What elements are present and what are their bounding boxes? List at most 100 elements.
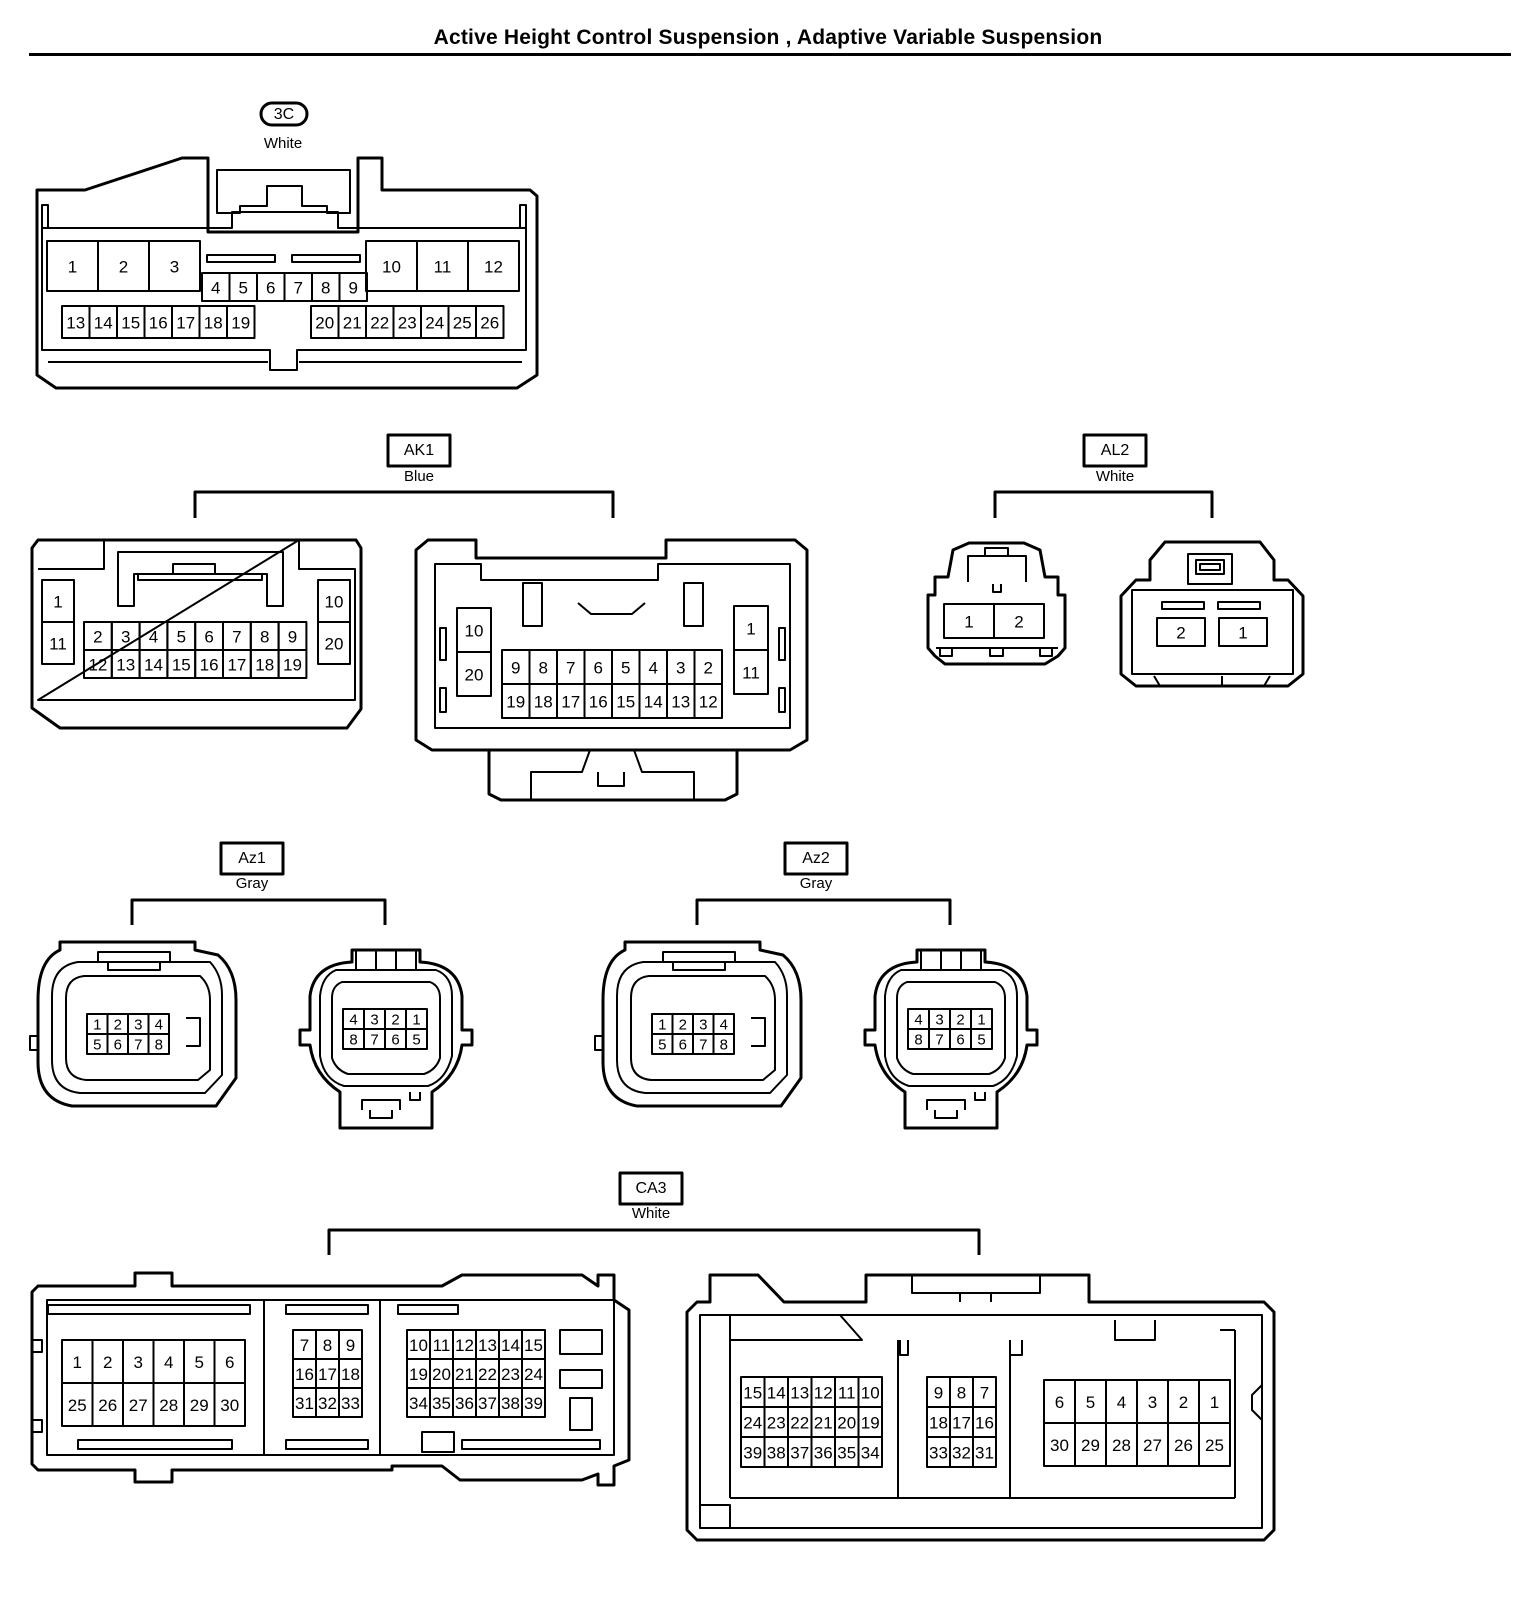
connector-ca3-right-pin: 30 <box>1050 1436 1069 1455</box>
connector-az1-left-pin: 3 <box>134 1017 142 1034</box>
connector-az2-left-housing <box>601 940 803 1108</box>
connector-al2-right-inner <box>1131 589 1294 687</box>
connector-az1-left-pin: 4 <box>155 1017 163 1034</box>
connector-ca3-right-pin: 20 <box>837 1414 856 1433</box>
connector-3c-cell <box>226 305 256 339</box>
connector-ca3-left-key-2 <box>285 1304 369 1315</box>
connector-ak1-right-bottom-latch-inner <box>530 749 695 800</box>
connector-ca3-left-pin: 20 <box>432 1365 451 1384</box>
connector-ak1-right-pin: 5 <box>621 659 630 678</box>
connector-az2-right-pin: 8 <box>914 1032 922 1049</box>
connector-ca3-left-cell <box>521 1387 546 1418</box>
connector-ak1-left-pin: 14 <box>144 656 163 675</box>
connector-az1-right-latch <box>355 950 421 1119</box>
connector-ak1-left-pin: 11 <box>49 635 67 654</box>
connector-az2-right-pin: 6 <box>956 1032 964 1049</box>
connector-ca3-right-pin: 32 <box>952 1444 971 1463</box>
connector-3c-pin: 22 <box>370 314 389 333</box>
connector-ak1-right-pin: 13 <box>671 693 690 712</box>
connector-ca3-left-pin: 25 <box>68 1396 87 1415</box>
connector-ca3-left-pin: 2 <box>103 1353 112 1372</box>
connector-ca3-left-pin: 37 <box>478 1394 497 1413</box>
connector-al2-left-latch <box>967 547 1027 593</box>
connector-ca3-left-pin: 12 <box>455 1336 474 1355</box>
connector-az1-left-latch <box>97 951 171 971</box>
connector-ca3-left-key-4 <box>77 1439 233 1450</box>
connector-ak1-left-cell <box>317 621 351 665</box>
connector-al2-bracket <box>993 490 1214 518</box>
connector-3c-pin: 24 <box>425 314 444 333</box>
connector-3c-rail-left <box>41 204 49 228</box>
connector-ca3-right-pin: 3 <box>1148 1393 1157 1412</box>
connector-3c-pin: 2 <box>119 258 128 277</box>
connector-ca3-left-side-key-2 <box>559 1369 603 1389</box>
connector-ak1-left-cell <box>41 621 75 665</box>
connector-3c-cell <box>148 240 201 292</box>
connector-ak1-bracket <box>193 490 615 518</box>
connector-ak1-left-pin: 6 <box>204 628 213 647</box>
connector-az2-right-face <box>896 981 1006 1075</box>
connector-az2-left-rim <box>616 961 788 1094</box>
connector-ak1-right-pin: 12 <box>699 693 718 712</box>
connector-3c-pin: 9 <box>349 279 358 298</box>
connector-al2-color: White <box>1096 468 1134 485</box>
connector-az1-left-pin: 7 <box>134 1037 142 1054</box>
connector-3c-pin: 15 <box>121 314 140 333</box>
connector-3c-pin: 18 <box>204 314 223 333</box>
connector-az2-left-pin: 6 <box>679 1037 687 1054</box>
connector-ca3-right-housing <box>685 1273 1276 1542</box>
connector-ca3-left-pin: 29 <box>190 1396 209 1415</box>
connector-az2-right-cell <box>970 1028 993 1050</box>
connector-az2-right-pin: 1 <box>977 1012 985 1029</box>
connector-ak1-right-cell <box>456 651 492 697</box>
connector-ak1-right-pin: 8 <box>539 659 548 678</box>
connector-ak1-left-pin: 3 <box>121 628 130 647</box>
connector-ak1-right-pin: 15 <box>616 693 635 712</box>
connector-az1-bracket <box>130 898 387 925</box>
connector-ca3-right-pin: 14 <box>767 1384 786 1403</box>
connector-al2-right-cell <box>1156 617 1206 647</box>
connector-ak1-right-pin: 4 <box>649 659 658 678</box>
connector-ca3-right-pin: 39 <box>743 1444 762 1463</box>
connector-ca3-left-pin: 35 <box>432 1394 451 1413</box>
connector-ca3-left-side-key-1 <box>559 1329 603 1355</box>
connector-ca3-left-pin: 4 <box>164 1353 173 1372</box>
connector-ca3-right-pin: 23 <box>767 1414 786 1433</box>
connector-ca3-right-pin: 22 <box>790 1414 809 1433</box>
connector-az2-left-face <box>630 975 776 1081</box>
connector-ca3-left-key-7 <box>421 1431 455 1453</box>
connector-az1-right-pin: 2 <box>391 1012 399 1029</box>
connector-al2-right-latch <box>1187 553 1233 585</box>
connector-ca3-code-box <box>618 1171 684 1206</box>
connector-ca3-right-pin: 13 <box>790 1384 809 1403</box>
connector-3c-cavity <box>41 211 527 371</box>
connector-az1-left-face <box>65 975 211 1081</box>
connector-ca3-right-pin: 21 <box>814 1414 833 1433</box>
connector-ak1-code: AK1 <box>404 442 434 459</box>
connector-ak1-right-side-rails <box>439 627 786 713</box>
connector-az1-left-pin: 8 <box>155 1037 163 1054</box>
connector-az2-left-pin: 7 <box>699 1037 707 1054</box>
connector-ak1-right-pin: 6 <box>594 659 603 678</box>
connector-ca3-left-pin: 6 <box>225 1353 234 1372</box>
connector-ak1-left-cell <box>277 649 308 679</box>
connector-3c-pin: 23 <box>398 314 417 333</box>
connector-ak1-left-housing <box>30 538 363 730</box>
connector-ak1-code-box <box>386 433 452 468</box>
connector-az1-left-rim <box>51 961 223 1094</box>
connector-az1-right-pin: 7 <box>370 1032 378 1049</box>
connector-ca3-right-pin: 11 <box>838 1384 856 1403</box>
connector-ca3-right-pin: 15 <box>743 1384 762 1403</box>
connector-az1-right-pin: 4 <box>349 1012 357 1029</box>
connector-ca3-left-pin: 32 <box>318 1394 337 1413</box>
connector-ak1-left-pin: 2 <box>93 628 102 647</box>
connector-az2-left-pin: 5 <box>658 1037 666 1054</box>
connector-ca3-right-pin: 17 <box>952 1414 971 1433</box>
connector-3c-cell <box>475 305 505 339</box>
connector-ca3-right-pin: 37 <box>790 1444 809 1463</box>
connector-ak1-left-pin: 13 <box>116 656 135 675</box>
connector-az1-code-box <box>219 841 285 876</box>
